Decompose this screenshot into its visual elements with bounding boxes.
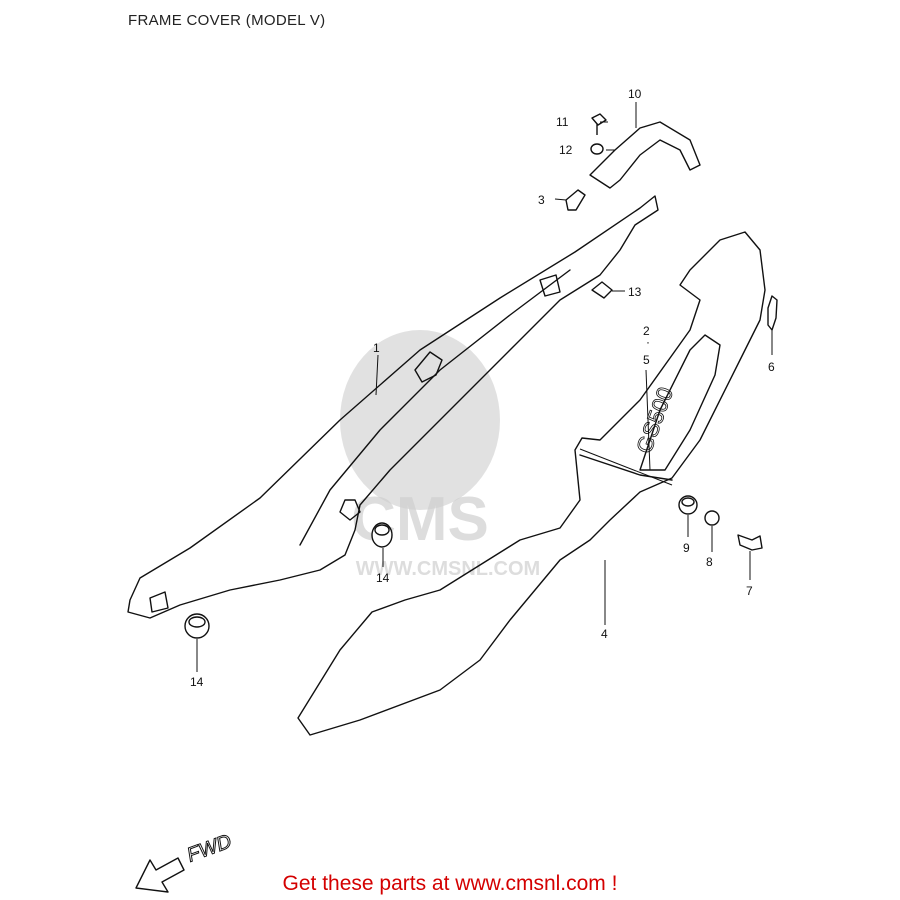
callout-9: 9	[683, 541, 690, 555]
part-14-grommet-a[interactable]	[371, 522, 393, 548]
callout-11: 11	[556, 115, 569, 129]
emblem-icon: GS500	[631, 384, 678, 457]
part-7-bolt[interactable]	[737, 534, 763, 551]
callout-2-dot: ·	[646, 335, 650, 349]
part-12-washer[interactable]	[590, 143, 604, 155]
callout-lines	[196, 102, 773, 672]
part-3-clip[interactable]	[565, 189, 586, 211]
watermark-brand: CMS	[351, 485, 489, 554]
part-11-screw[interactable]	[591, 113, 607, 135]
footer-promo-text[interactable]: Get these parts at www.cmsnl.com !	[282, 872, 618, 895]
callout-10: 10	[628, 87, 642, 101]
callout-13: 13	[628, 285, 642, 299]
callout-7: 7	[746, 584, 753, 598]
part-6-emblem[interactable]	[767, 295, 778, 331]
watermark-url: WWW.CMSNL.COM	[356, 558, 540, 580]
callout-1: 1	[373, 341, 380, 355]
arrow-left-icon	[135, 857, 185, 893]
part-1-left-frame-cover[interactable]	[127, 195, 659, 619]
callout-3: 3	[538, 193, 545, 207]
page-title: FRAME COVER (MODEL V)	[128, 12, 326, 29]
fwd-label: FWD	[184, 830, 234, 866]
callout-5: 5	[643, 353, 650, 367]
watermark-mascot-icon	[340, 330, 500, 510]
callout-12: 12	[559, 143, 573, 157]
callout-labels: 11 12 3 13 10 1 2 · 5 6 9 8 7 4 14 14	[190, 87, 775, 689]
cms-watermark: CMS WWW.CMSNL.COM	[340, 330, 540, 580]
callout-2: 2	[643, 324, 650, 338]
part-8-collar[interactable]	[704, 510, 720, 526]
callout-14-b: 14	[190, 675, 204, 689]
callout-4: 4	[601, 627, 608, 641]
callout-14-a: 14	[376, 571, 390, 585]
callout-8: 8	[706, 555, 713, 569]
part-13-nut[interactable]	[591, 281, 613, 299]
part-14-grommet-b[interactable]	[184, 613, 210, 639]
part-9-grommet[interactable]	[678, 495, 698, 515]
callout-6: 6	[768, 360, 775, 374]
part-10-bracket[interactable]	[589, 121, 701, 189]
